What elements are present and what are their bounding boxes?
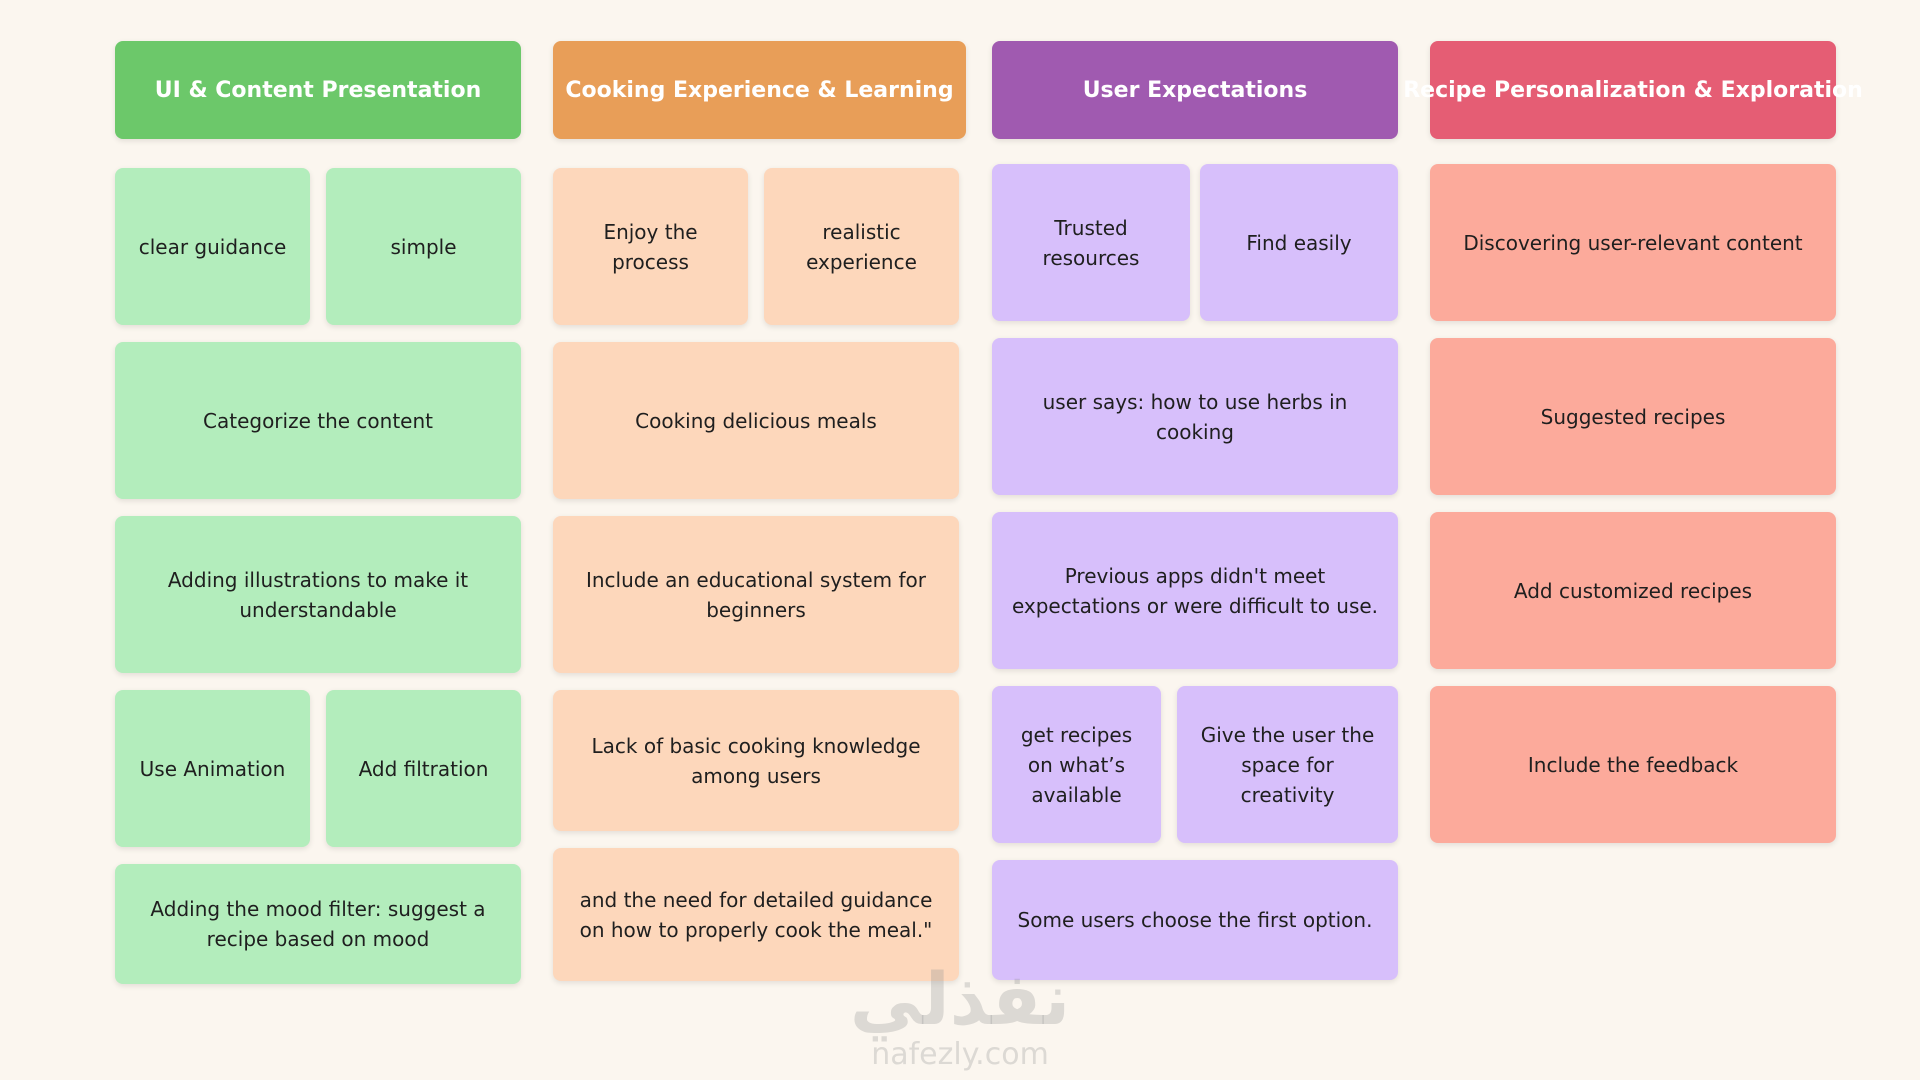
sticky-note: Trusted resources xyxy=(992,164,1190,321)
column-header-recipe-personalization: Recipe Personalization & Exploration xyxy=(1403,41,1863,139)
sticky-note: Use Animation xyxy=(115,690,310,847)
sticky-note: and the need for detailed guidance on ho… xyxy=(553,848,959,981)
sticky-note: Categorize the content xyxy=(115,342,521,499)
watermark-logo: نفذلي xyxy=(849,957,1071,1041)
sticky-note: Adding the mood filter: suggest a recipe… xyxy=(115,864,521,984)
sticky-note: user says: how to use herbs in cooking xyxy=(992,338,1398,495)
sticky-note: get recipes on what’s available xyxy=(992,686,1161,843)
sticky-note: Include the feedback xyxy=(1430,686,1836,843)
column-header-ui-content: UI & Content Presentation xyxy=(115,41,521,139)
sticky-note: clear guidance xyxy=(115,168,310,325)
column-header-user-expectations: User Expectations xyxy=(992,41,1398,139)
watermark-text: nafezly.com xyxy=(871,1037,1049,1072)
sticky-note: Previous apps didn't meet expectations o… xyxy=(992,512,1398,669)
watermark: نفذلي nafezly.com xyxy=(845,960,1075,1072)
sticky-note: Enjoy the process xyxy=(553,168,748,325)
sticky-note: Give the user the space for creativity xyxy=(1177,686,1398,843)
sticky-note: Add customized recipes xyxy=(1430,512,1836,669)
sticky-note: Suggested recipes xyxy=(1430,338,1836,495)
sticky-note: Adding illustrations to make it understa… xyxy=(115,516,521,673)
sticky-note: Lack of basic cooking knowledge among us… xyxy=(553,690,959,831)
sticky-note: Include an educational system for beginn… xyxy=(553,516,959,673)
sticky-note: Add filtration xyxy=(326,690,521,847)
sticky-note: Cooking delicious meals xyxy=(553,342,959,499)
sticky-note: simple xyxy=(326,168,521,325)
sticky-note: Some users choose the first option. xyxy=(992,860,1398,980)
sticky-note: realistic experience xyxy=(764,168,959,325)
sticky-note: Find easily xyxy=(1200,164,1398,321)
sticky-note: Discovering user-relevant content xyxy=(1430,164,1836,321)
column-header-cooking-experience: Cooking Experience & Learning xyxy=(553,41,966,139)
